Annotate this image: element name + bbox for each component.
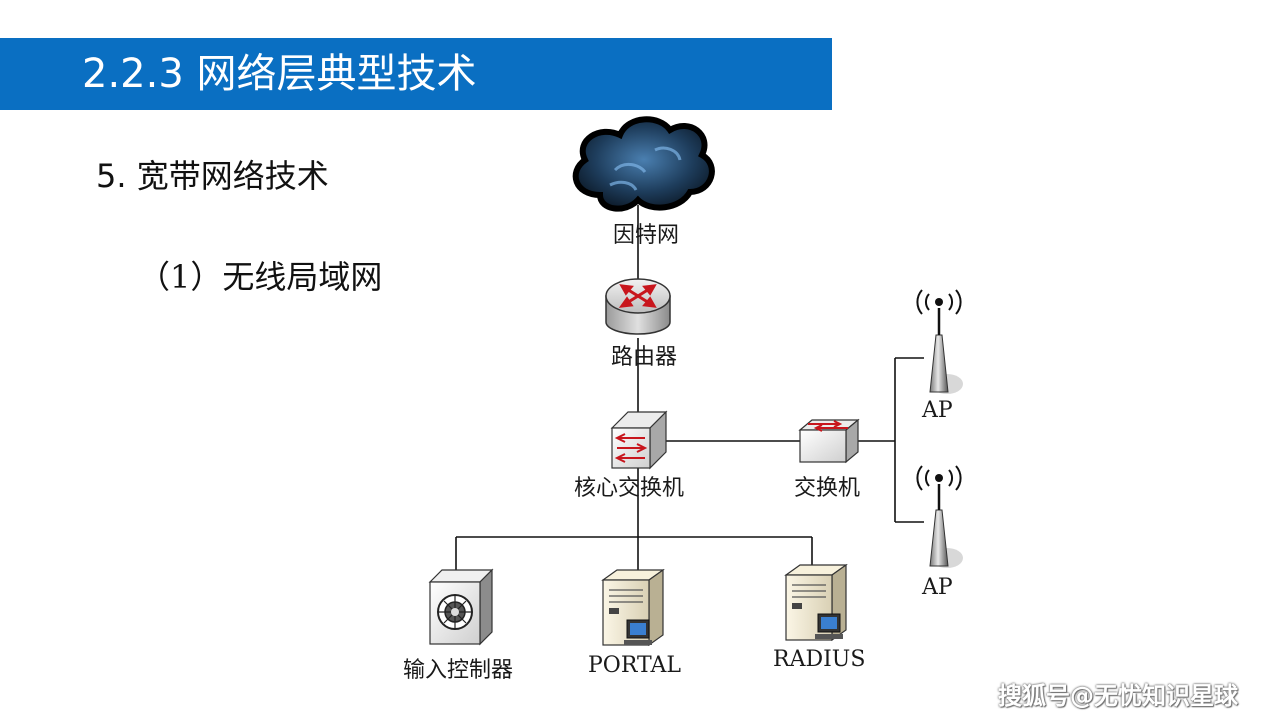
- input-controller-label: 输入控制器: [403, 658, 514, 683]
- core-switch-label: 核心交换机: [574, 476, 685, 501]
- ap1-label: AP: [922, 398, 953, 423]
- subsection-heading: （1）无线局域网: [138, 258, 383, 296]
- internet-cloud-icon: [572, 116, 715, 212]
- slide-title: 2.2.3 网络层典型技术: [82, 51, 477, 97]
- router-icon: [605, 278, 671, 335]
- watermark: 搜狐号@无忧知识星球: [998, 682, 1238, 710]
- ap2-label: AP: [922, 575, 953, 600]
- access-point-icon: [916, 465, 963, 568]
- connection-lines: [455, 205, 924, 575]
- core-switch-icon: [610, 410, 668, 470]
- switch-icon: [798, 418, 860, 464]
- portal-label: PORTAL: [588, 653, 681, 678]
- section-heading: 5. 宽带网络技术: [96, 157, 329, 195]
- radius-label: RADIUS: [773, 647, 866, 672]
- title-bar: [0, 38, 832, 110]
- input-controller-icon: [428, 568, 494, 646]
- switch-label: 交换机: [794, 476, 861, 501]
- internet-label: 因特网: [613, 223, 680, 248]
- router-label: 路由器: [611, 345, 678, 370]
- portal-server-icon: [601, 568, 665, 647]
- radius-server-icon: [784, 563, 848, 642]
- access-point-icon: [916, 289, 963, 394]
